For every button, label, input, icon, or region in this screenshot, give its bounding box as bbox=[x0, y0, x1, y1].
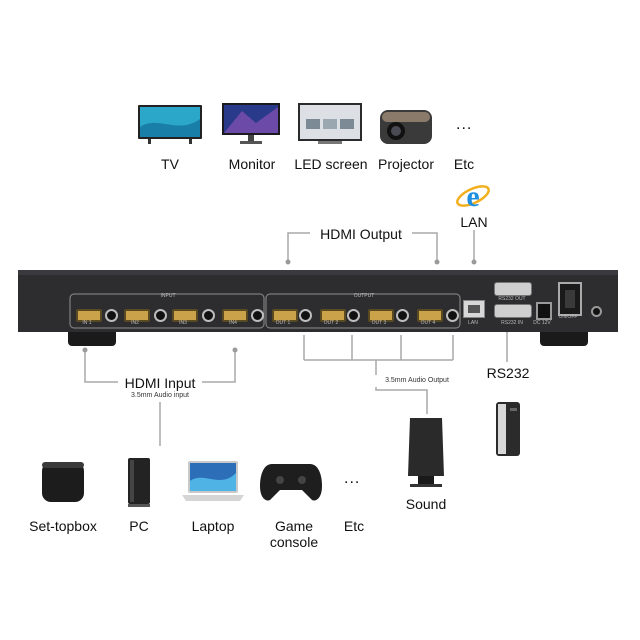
in4-port bbox=[222, 309, 248, 322]
out3-port bbox=[368, 309, 394, 322]
out1-port bbox=[272, 309, 298, 322]
rs232-controller-icon bbox=[496, 402, 520, 456]
tv-icon bbox=[138, 105, 202, 144]
hdmi-matrix-device bbox=[18, 270, 618, 346]
audio-out-jack bbox=[446, 309, 459, 322]
lan-port-label: LAN bbox=[468, 320, 478, 326]
output-group-label: OUTPUT bbox=[353, 293, 375, 299]
led-screen-icon bbox=[298, 103, 362, 144]
audio-out-jack bbox=[347, 309, 360, 322]
pc-label: PC bbox=[129, 518, 149, 534]
laptop-icon bbox=[182, 461, 244, 501]
in3-label: IN3 bbox=[179, 320, 187, 326]
gamepad-icon bbox=[260, 464, 322, 501]
hdmi-output-label: HDMI Output bbox=[320, 226, 402, 242]
game-console-label: Game console bbox=[269, 518, 319, 550]
out2-port bbox=[320, 309, 346, 322]
audio-out-jack bbox=[396, 309, 409, 322]
lan-port bbox=[463, 300, 485, 318]
out3-label: OUT 3 bbox=[371, 320, 387, 326]
out4-port bbox=[417, 309, 443, 322]
in2-port bbox=[124, 309, 150, 322]
sound-label: Sound bbox=[405, 496, 447, 512]
rs232-in-port bbox=[494, 304, 532, 318]
audio-in-jack bbox=[154, 309, 167, 322]
hdmi-input-label: HDMI Input bbox=[124, 375, 196, 391]
pc-tower-icon bbox=[128, 458, 150, 507]
tv-label: TV bbox=[161, 156, 179, 172]
rs232-in-label: RS232 IN bbox=[501, 320, 523, 326]
audio-input-label: 3.5mm Audio input bbox=[131, 392, 189, 399]
out1-label: OUT 1 bbox=[275, 320, 291, 326]
audio-output-label: 3.5mm Audio Output bbox=[385, 377, 449, 384]
svg-text:e: e bbox=[466, 180, 479, 213]
audio-in-jack bbox=[202, 309, 215, 322]
lan-label: LAN bbox=[460, 214, 488, 230]
led-screen-label: LED screen bbox=[294, 156, 368, 172]
rs232-out-port bbox=[494, 282, 532, 296]
in1-label: IN 1 bbox=[82, 320, 92, 326]
in1-port bbox=[76, 309, 102, 322]
monitor-icon bbox=[222, 103, 280, 144]
etc-input-label: Etc bbox=[343, 518, 365, 534]
out2-label: OUT 2 bbox=[323, 320, 339, 326]
projector-icon bbox=[380, 110, 432, 144]
in3-port bbox=[172, 309, 198, 322]
in4-label: IN4 bbox=[229, 320, 237, 326]
out4-label: OUT 4 bbox=[420, 320, 436, 326]
power-switch bbox=[558, 282, 582, 316]
audio-in-jack bbox=[251, 309, 264, 322]
audio-out-jack bbox=[299, 309, 312, 322]
internet-explorer-icon: e bbox=[456, 180, 490, 213]
audio-in-jack bbox=[105, 309, 118, 322]
speaker-icon bbox=[408, 418, 444, 487]
ground-screw bbox=[591, 306, 602, 317]
set-topbox-label: Set-topbox bbox=[29, 518, 97, 534]
dc-power-jack bbox=[536, 302, 552, 320]
set-top-box-icon bbox=[42, 462, 84, 502]
rs232-out-label: RS232 OUT bbox=[498, 296, 526, 302]
dc-label: DC 12V bbox=[533, 320, 551, 326]
ellipsis-icon: ... bbox=[344, 470, 361, 487]
laptop-label: Laptop bbox=[191, 518, 235, 534]
rs232-label: RS232 bbox=[486, 365, 530, 381]
etc-output-label: Etc bbox=[453, 156, 475, 172]
ellipsis-icon: ... bbox=[456, 116, 473, 133]
power-label: ON/OFF bbox=[558, 314, 578, 320]
in2-label: IN2 bbox=[131, 320, 139, 326]
projector-label: Projector bbox=[377, 156, 435, 172]
input-group-label: INPUT bbox=[160, 293, 176, 299]
monitor-label: Monitor bbox=[228, 156, 276, 172]
